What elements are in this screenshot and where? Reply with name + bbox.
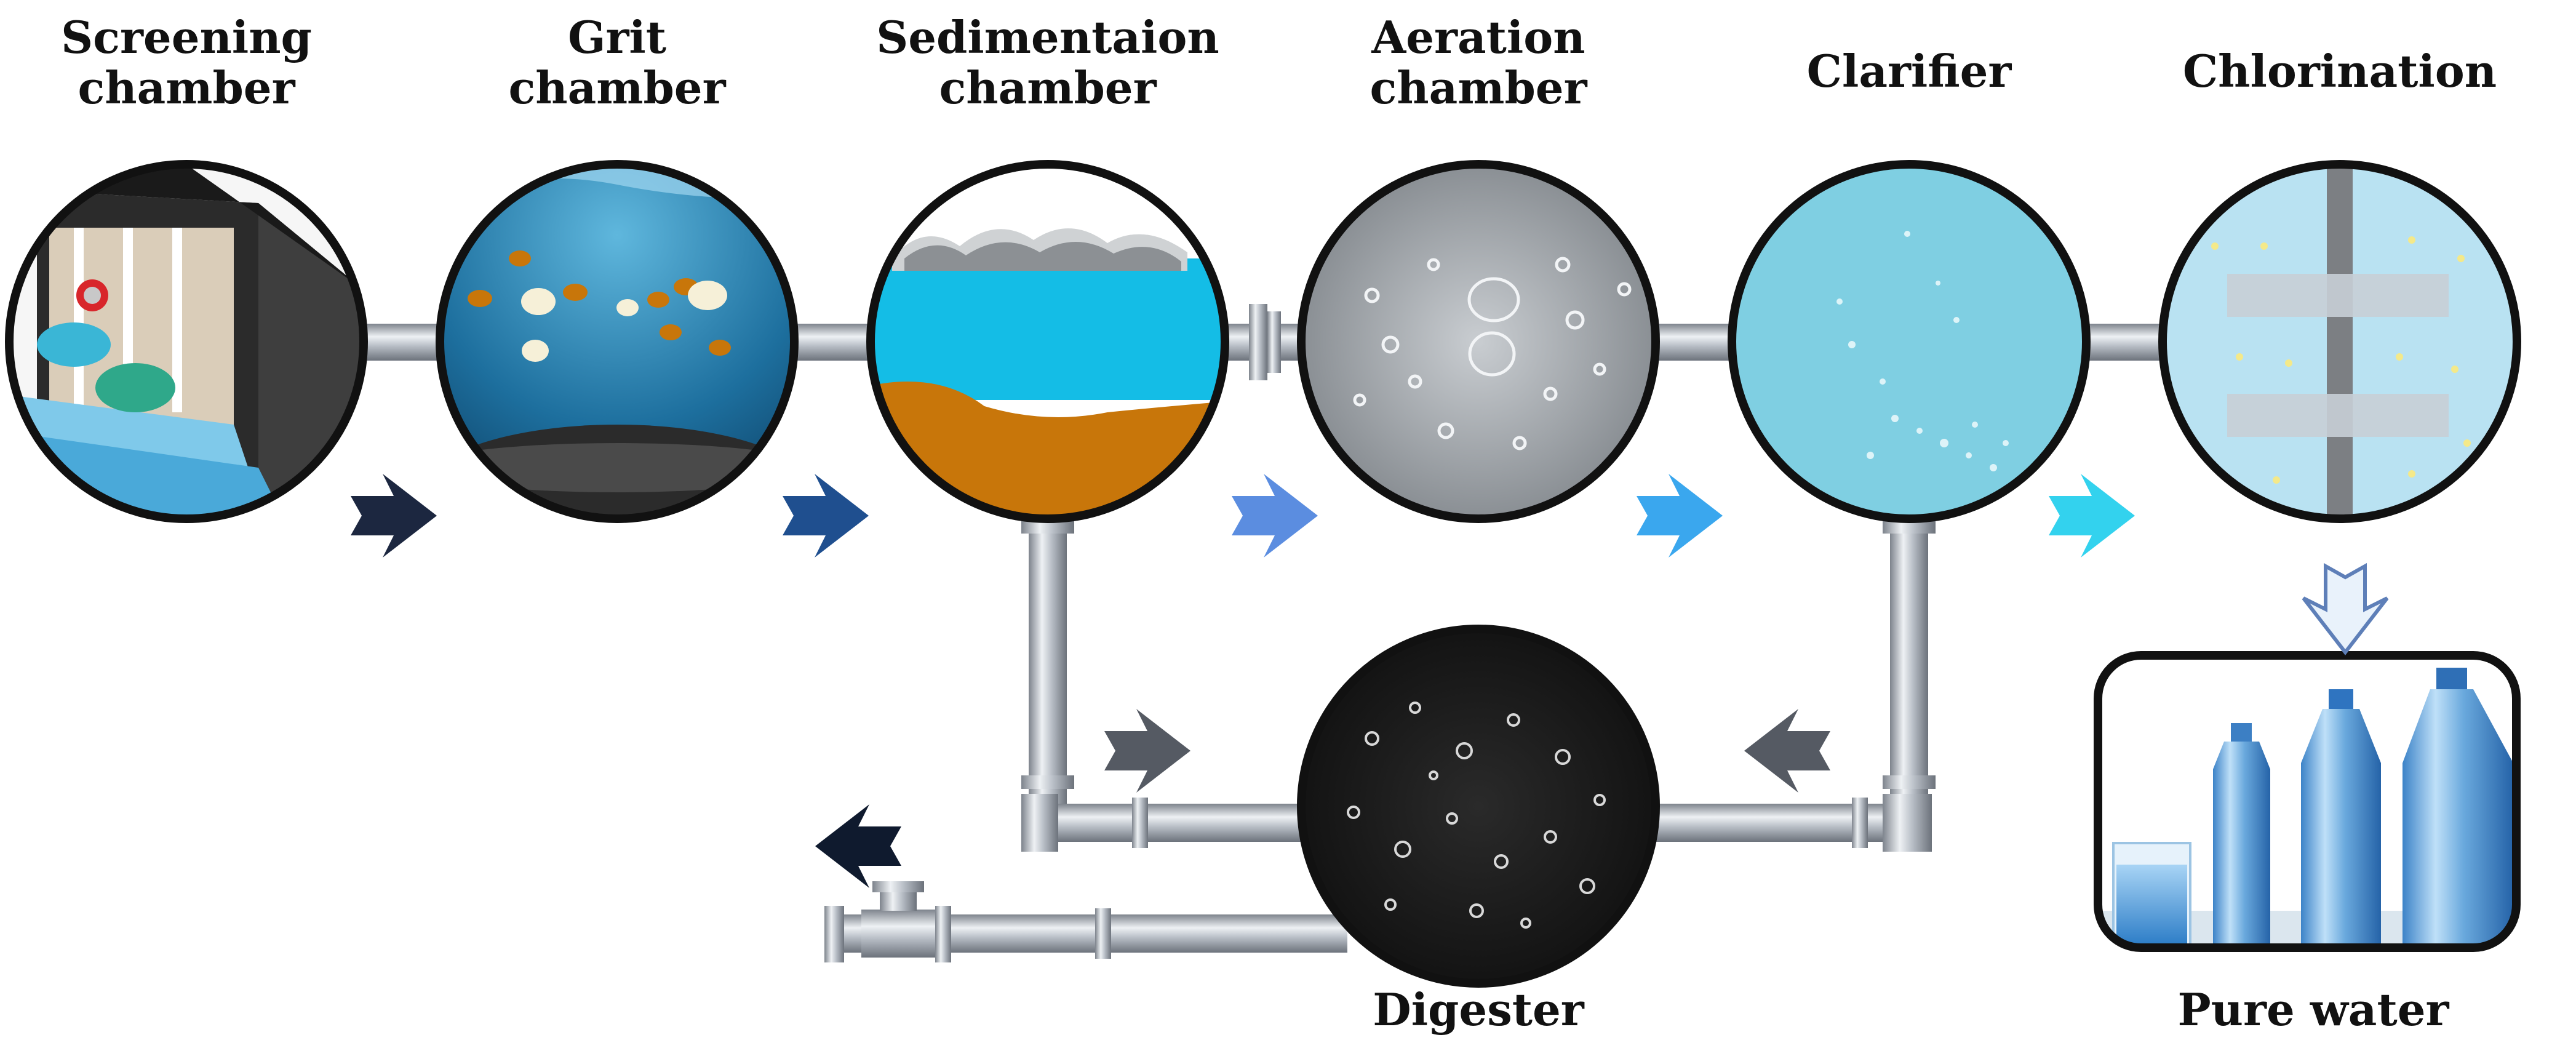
arrow-sedimentation-to-digester [1104, 709, 1190, 793]
stage-label-screening: Screening chamber [61, 11, 312, 114]
arrow-sedimentation-to-aeration [1232, 474, 1318, 558]
stage-label-aeration: Aeration chamber [1370, 11, 1587, 114]
arrow-screening-to-grit [351, 474, 437, 558]
pure-water-label: Pure water [2177, 983, 2449, 1036]
digester-circle [1297, 625, 1660, 988]
aeration-chamber-circle [1297, 160, 1660, 523]
sludge-pipe-right [1624, 511, 1936, 852]
sedimentation-chamber-circle [866, 160, 1229, 523]
arrow-aeration-to-clarifier [1637, 474, 1723, 558]
screening-chamber-circle [5, 160, 368, 523]
pure-water-box [2094, 651, 2521, 952]
chlorination-circle [2158, 160, 2521, 523]
arrow-chlorination-to-pure-water [2303, 566, 2387, 652]
outlet-pipe [824, 881, 1347, 962]
digester-label: Digester [1373, 983, 1584, 1036]
stage-label-clarifier: Clarifier [1806, 45, 2012, 97]
clarifier-circle [1728, 160, 2091, 523]
arrow-clarifier-to-digester [1744, 709, 1830, 793]
sludge-pipe-left [1021, 511, 1336, 852]
arrow-digester-outlet [815, 804, 901, 888]
stage-label-grit: Grit chamber [508, 11, 726, 114]
stage-label-chlorination: Chlorination [2182, 45, 2497, 97]
grit-chamber-circle [436, 160, 799, 523]
stage-label-sedimentation: Sedimentaion chamber [876, 11, 1219, 114]
arrow-clarifier-to-chlorination [2049, 474, 2135, 558]
arrow-grit-to-sedimentation [783, 474, 869, 558]
